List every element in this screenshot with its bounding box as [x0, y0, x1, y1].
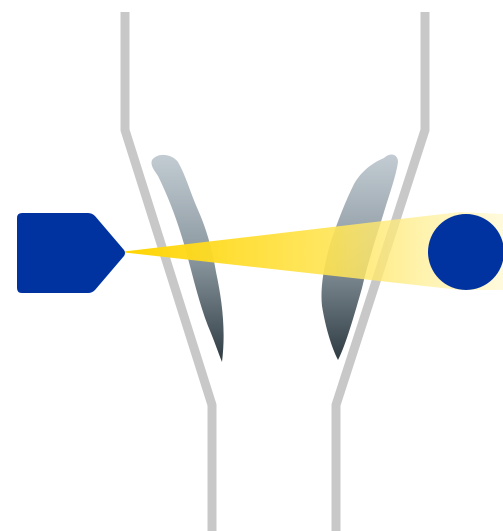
pipe-wall-left [120, 12, 217, 531]
light-emitter [17, 213, 125, 293]
deposit-left [151, 154, 224, 362]
light-receiver [428, 214, 503, 290]
light-beam [120, 212, 503, 290]
